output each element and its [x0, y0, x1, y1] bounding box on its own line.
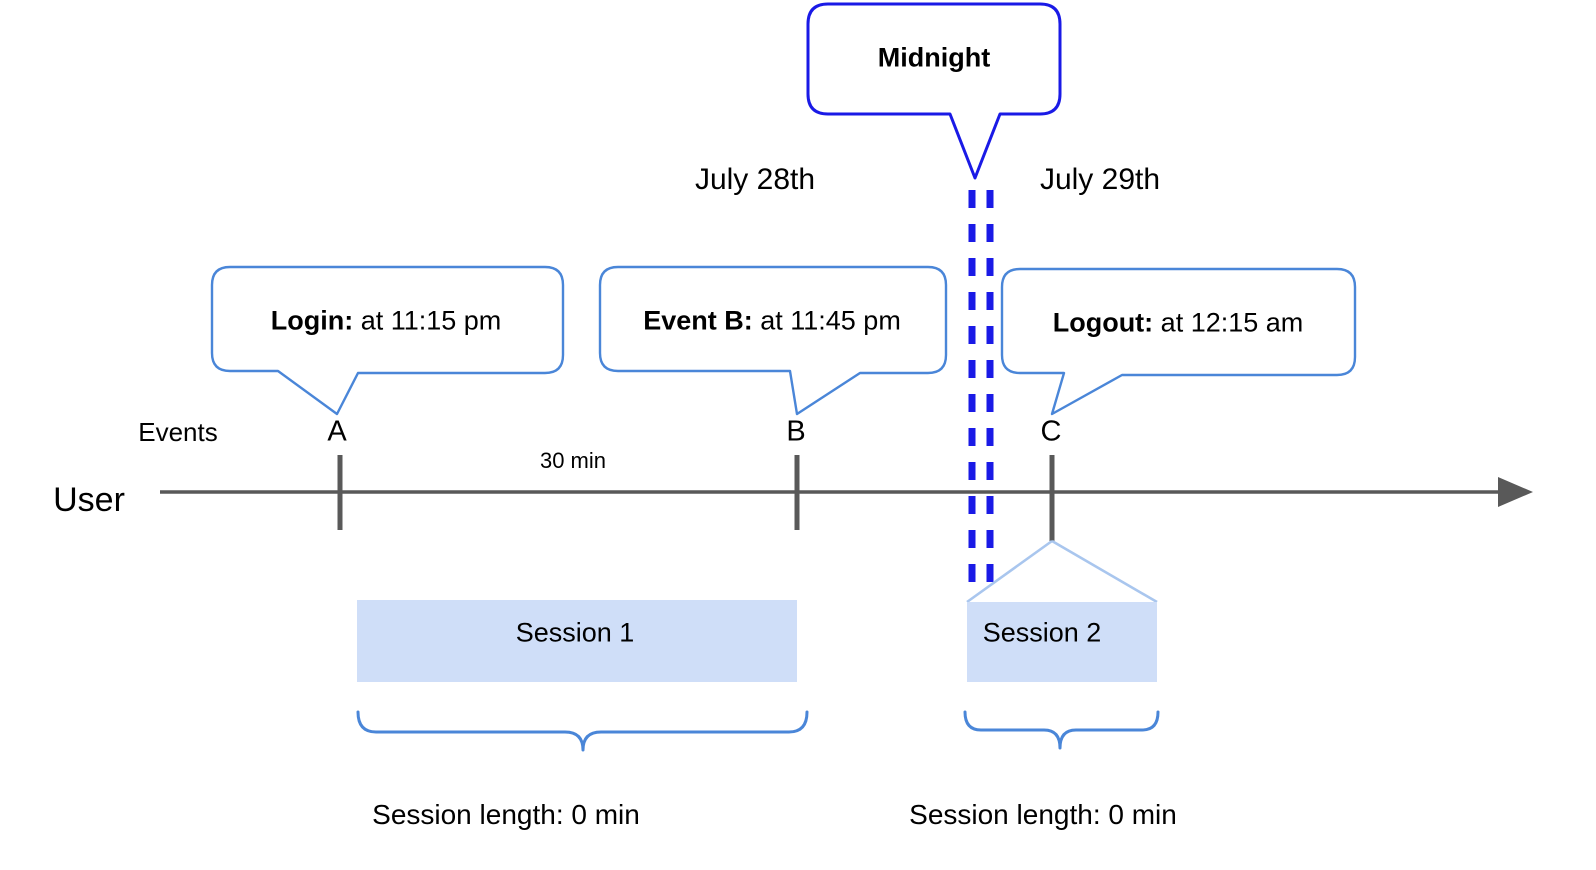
event-marker-label-c: C [1040, 415, 1062, 448]
event-marker-label-b: B [786, 415, 806, 448]
timeline-arrow-head [1498, 477, 1533, 507]
callout-shape-eventb [598, 265, 948, 416]
callout-eventb-rest: at 11:45 pm [752, 305, 901, 336]
callout-login-bold: Login: [270, 305, 354, 336]
callout-logout-bold: Logout: [1052, 307, 1154, 338]
session-length-label-1: Session length: 0 min [372, 799, 640, 830]
callout-shape-logout [1000, 267, 1357, 416]
date-label-july-29: July 29th [1039, 163, 1161, 196]
session2-brace [963, 710, 1160, 750]
session2-leader-line-left [966, 539, 1053, 604]
session2-leader-line-right [1051, 539, 1158, 604]
midnight-callout-shape [806, 2, 1062, 180]
session-bar-1 [357, 600, 797, 682]
session-bar-label-1: Session 1 [515, 617, 635, 648]
callout-logout-rest: at 12:15 am [1153, 307, 1304, 338]
callout-label-eventb: Event B: at 11:45 pm [643, 305, 901, 336]
callout-login-rest: at 11:15 pm [353, 305, 502, 336]
date-label-july-28: July 28th [694, 163, 816, 196]
midnight-callout-label: Midnight [877, 42, 991, 73]
session-bar-label-2: Session 2 [982, 617, 1102, 648]
session-bar-2 [967, 602, 1157, 682]
duration-label-30min: 30 min [539, 448, 607, 473]
session-length-label-2: Session length: 0 min [909, 799, 1177, 830]
event-marker-label-a: A [327, 415, 347, 448]
callout-eventb-bold: Event B: [643, 305, 753, 336]
callout-shape-login [210, 265, 565, 416]
callout-label-logout: Logout: at 12:15 am [1052, 307, 1304, 338]
callout-label-login: Login: at 11:15 pm [270, 305, 502, 336]
user-row-label: User [53, 481, 125, 519]
session1-brace [356, 710, 809, 752]
events-row-label: Events [138, 417, 218, 447]
